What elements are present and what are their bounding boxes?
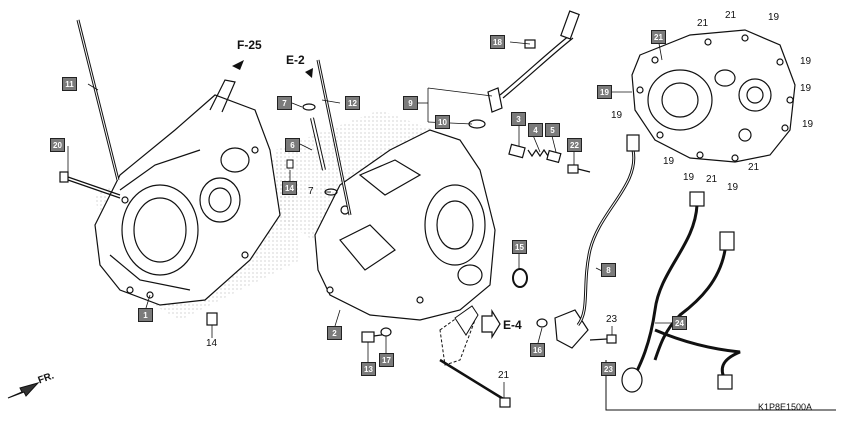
- diagram-code: K1P8E1500A: [758, 402, 813, 412]
- bolt-21-long: [439, 358, 506, 402]
- callout-20[interactable]: 20: [50, 138, 65, 152]
- callout-14[interactable]: 14: [282, 181, 297, 195]
- callout-15[interactable]: 15: [512, 240, 527, 254]
- e4-arrow: [481, 308, 501, 340]
- callout-17[interactable]: 17: [379, 353, 394, 367]
- callout-2[interactable]: 2: [327, 326, 342, 340]
- label-19-g: 19: [683, 172, 695, 183]
- wire-harness-24: [621, 191, 741, 393]
- reference-e2[interactable]: E-2: [286, 53, 305, 67]
- callout-3[interactable]: 3: [511, 112, 526, 126]
- label-19-e: 19: [611, 110, 623, 121]
- callout-12[interactable]: 12: [345, 96, 360, 110]
- callout-5[interactable]: 5: [545, 123, 560, 137]
- bolt-20: [59, 171, 121, 199]
- crankcase-cover-right: [631, 29, 796, 163]
- leader-lines: [67, 37, 672, 398]
- callout-13[interactable]: 13: [361, 362, 376, 376]
- switch-assembly-9: [487, 10, 580, 113]
- callout-9[interactable]: 9: [403, 96, 418, 110]
- label-19-c: 19: [800, 83, 812, 94]
- front-arrow: [7, 382, 40, 399]
- callout-18[interactable]: 18: [490, 35, 505, 49]
- harness-bracket: [605, 360, 836, 411]
- right-crankcase: [314, 129, 496, 321]
- label-19-a: 19: [768, 12, 780, 23]
- label-21-b: 21: [725, 10, 737, 21]
- callout-8[interactable]: 8: [601, 263, 616, 277]
- callout-10[interactable]: 10: [435, 115, 450, 129]
- label-19-f: 19: [663, 156, 675, 167]
- label-14-bottom: 14: [206, 338, 218, 349]
- left-crankcase: [94, 79, 281, 306]
- washer-17: [380, 327, 392, 337]
- callout-19[interactable]: 19: [597, 85, 612, 99]
- callout-4[interactable]: 4: [528, 123, 543, 137]
- callout-1[interactable]: 1: [138, 308, 153, 322]
- callout-6[interactable]: 6: [285, 138, 300, 152]
- wire-harness-8: [576, 149, 636, 326]
- callout-16[interactable]: 16: [530, 343, 545, 357]
- callout-21[interactable]: 21: [651, 30, 666, 44]
- oil-seal-15: [512, 268, 528, 288]
- reference-f25[interactable]: F-25: [237, 38, 262, 52]
- plunger-parts: [508, 143, 591, 174]
- e2-arrow: [305, 68, 313, 78]
- callout-24[interactable]: 24: [672, 316, 687, 330]
- label-21-a: 21: [697, 18, 709, 29]
- bolt-23: [589, 334, 617, 344]
- setting-plate: [439, 305, 479, 366]
- label-19-h: 19: [727, 182, 739, 193]
- label-7-lower: 7: [308, 186, 314, 197]
- callout-22[interactable]: 22: [567, 138, 582, 152]
- label-21-c: 21: [706, 174, 718, 185]
- label-21-bolt: 21: [498, 370, 510, 381]
- label-21-d: 21: [748, 162, 760, 173]
- label-19-b: 19: [800, 56, 812, 67]
- callout-23[interactable]: 23: [601, 362, 616, 376]
- reference-e4[interactable]: E-4: [503, 318, 522, 332]
- dowel-14: [206, 312, 218, 326]
- o-ring-7-upper: [302, 103, 316, 111]
- label-19-d: 19: [802, 119, 814, 130]
- f25-arrow: [232, 60, 244, 70]
- callout-11[interactable]: 11: [62, 77, 77, 91]
- label-23: 23: [606, 314, 618, 325]
- callout-7[interactable]: 7: [277, 96, 292, 110]
